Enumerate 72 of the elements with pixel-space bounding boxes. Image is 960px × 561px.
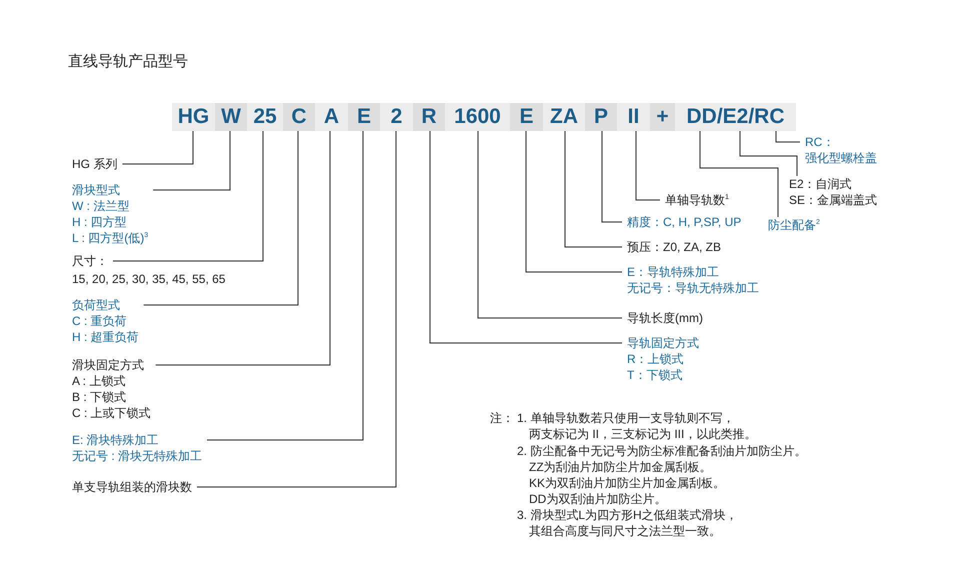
code-segment: P — [585, 103, 617, 131]
note-text: DD为双刮油片加防尘片。 — [529, 491, 666, 507]
option-text: A : 上锁式 — [72, 373, 126, 389]
option-text: SE：金属端盖式 — [789, 192, 878, 208]
leader-line — [122, 130, 194, 164]
note-text: 其组合高度与同尺寸之法兰型一致。 — [529, 523, 721, 539]
note-text: 2. 防尘配备中无记号为防尘标准配备刮油片加防尘片。 — [517, 443, 806, 459]
note-text: 3. 滑块型式L为四方形H之低组装式滑块， — [517, 507, 738, 523]
heading-text: E：导轨特殊加工 — [627, 264, 720, 280]
code-segment: DD/E2/RC — [675, 103, 796, 131]
leader-line — [564, 130, 622, 248]
option-text: B : 下锁式 — [72, 389, 128, 405]
code-segment: C — [283, 103, 315, 131]
code-segment: R — [413, 103, 445, 131]
note-text: 两支标记为 II，三支标记为 III，以此类推。 — [529, 426, 756, 442]
heading-text: E: 滑块特殊加工 — [72, 432, 160, 448]
leader-line — [155, 130, 330, 366]
diagram-title: 直线导轨产品型号 — [68, 52, 188, 71]
code-segment: HG — [172, 103, 215, 131]
leader-line — [112, 130, 264, 262]
leader-line — [776, 130, 800, 142]
code-segment: E — [348, 103, 380, 131]
code-segment: ZA — [543, 103, 585, 131]
code-segment: A — [315, 103, 348, 131]
note-heading: 注： — [490, 410, 514, 426]
description-text: 单轴导轨数$^{1}$ — [660, 192, 734, 208]
leader-line — [740, 130, 798, 176]
note-text: KK为双刮油片加防尘片加金属刮板。 — [529, 475, 726, 491]
leader-line — [196, 130, 396, 488]
code-segment: 1600 — [445, 103, 510, 131]
heading-text: 滑块固定方式 — [72, 357, 145, 373]
leader-line — [700, 130, 778, 218]
heading-text: 滑块型式 — [72, 182, 121, 198]
option-text: T：下锁式 — [627, 367, 684, 383]
leader-line — [206, 130, 364, 440]
heading-text: 负荷型式 — [72, 297, 121, 313]
option-text: 无记号 : 滑块无特殊加工 — [72, 448, 202, 464]
description-text: 精度：C, H, P,SP, UP — [622, 214, 746, 230]
leader-line — [526, 130, 622, 272]
option-text: C : 上或下锁式 — [72, 405, 151, 421]
description-text: 单支导轨组装的滑块数 — [67, 479, 197, 495]
option-text: L : 四方型(低)$^{3}$ — [72, 230, 148, 246]
leader-line — [636, 130, 660, 200]
leader-line — [602, 130, 622, 222]
description-text: 尺寸： — [67, 253, 113, 269]
description-text: 导轨长度(mm) — [622, 310, 708, 326]
code-segment: II — [617, 103, 650, 131]
code-segment: 2 — [380, 103, 413, 131]
option-text: R：上锁式 — [627, 351, 685, 367]
note-text: 1. 单轴导轨数若只使用一支导轨则不写， — [517, 410, 734, 426]
option-text: C : 重负荷 — [72, 313, 128, 329]
description-text: 防尘配备$^{2}$ — [763, 217, 825, 233]
option-text: 无记号：导轨无特殊加工 — [627, 280, 759, 296]
leader-line — [478, 130, 622, 318]
code-segment: W — [215, 103, 247, 131]
option-text: 强化型螺栓盖 — [805, 150, 877, 166]
heading-text: 导轨固定方式 — [627, 335, 699, 351]
description-text: 预压：Z0, ZA, ZB — [622, 239, 726, 255]
code-segment: E — [510, 103, 543, 131]
value-list: 15, 20, 25, 30, 35, 45, 55, 65 — [72, 271, 226, 287]
code-segment: + — [650, 103, 675, 131]
option-text: W : 法兰型 — [72, 198, 130, 214]
option-text: H : 四方型 — [72, 214, 128, 230]
heading-text: RC： — [805, 134, 836, 150]
leader-line — [430, 130, 622, 344]
code-segment: 25 — [247, 103, 283, 131]
heading-text: E2：自润式 — [789, 176, 853, 192]
note-text: ZZ为刮油片加防尘片加金属刮板。 — [529, 459, 712, 475]
option-text: H : 超重负荷 — [72, 329, 139, 345]
description-text: HG 系列 — [67, 156, 122, 172]
leader-line — [143, 130, 298, 306]
leader-line — [152, 130, 230, 190]
